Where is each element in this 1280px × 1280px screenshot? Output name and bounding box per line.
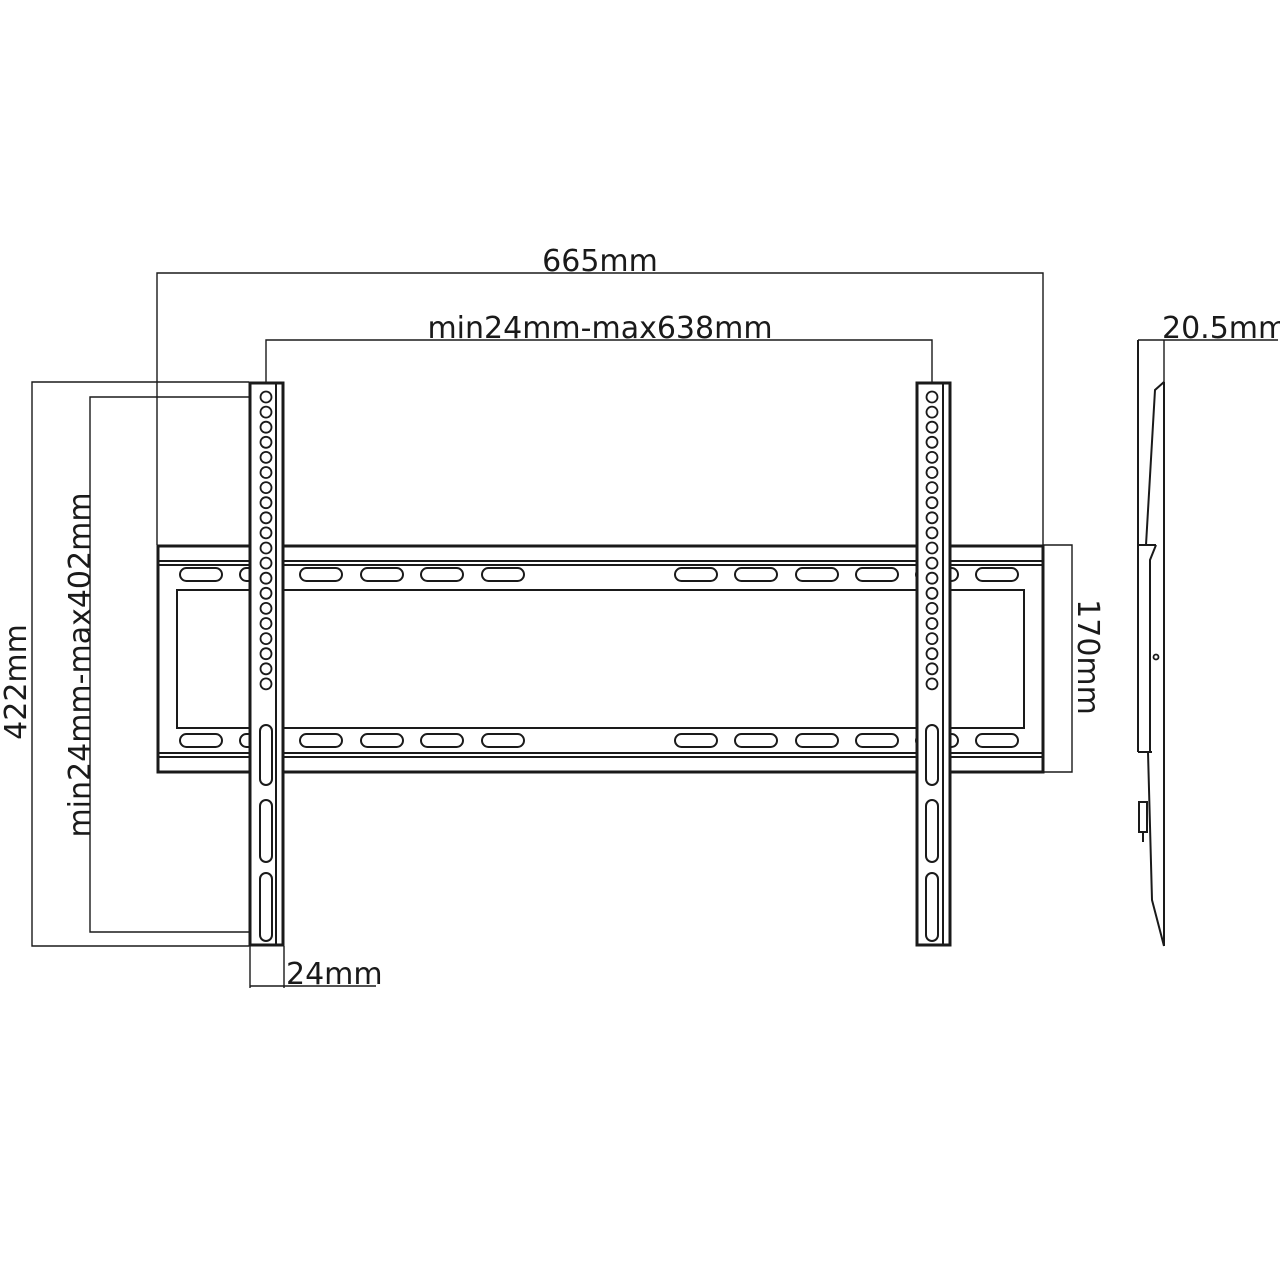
dimension-lines <box>31 272 1278 988</box>
arm-mounting-hole <box>925 586 939 600</box>
arm-mounting-hole <box>259 556 273 570</box>
wall-plate-slot <box>674 567 718 582</box>
side-view-safety-lock <box>1138 801 1148 833</box>
wall-plate-slot <box>855 733 899 748</box>
side-view-arm-bottom-bend <box>1147 751 1165 947</box>
arm-mounting-hole <box>259 632 273 645</box>
plate-height-dimension-line <box>1043 544 1073 773</box>
wall-plate-slot <box>179 733 223 748</box>
arm-mounting-hole <box>925 571 939 585</box>
arm-mounting-hole <box>259 496 273 510</box>
arm-mounting-hole <box>259 420 273 434</box>
wall-plate-slot <box>975 567 1019 582</box>
wall-plate-slot <box>734 567 778 582</box>
arm-mounting-hole <box>259 571 273 585</box>
left-mounting-arm <box>248 381 285 947</box>
arm-mounting-hole <box>259 405 273 419</box>
left-arm-slots <box>259 724 273 942</box>
arm-mounting-hole <box>925 450 939 464</box>
right-arm-holes <box>925 390 939 691</box>
arm-mounting-hole <box>259 602 273 615</box>
wall-plate-slot <box>360 733 404 748</box>
vertical-hole-range-label: min24mm-max402mm <box>63 492 98 837</box>
arm-mounting-hole <box>259 617 273 630</box>
wall-plate-mounting-slots <box>179 567 1019 748</box>
arm-mounting-hole <box>925 632 939 645</box>
arm-mounting-hole <box>925 405 939 419</box>
wall-plate-slot <box>420 733 464 748</box>
plate-height-label: 170mm <box>1070 599 1105 715</box>
arm-slot <box>259 872 273 942</box>
wall-plate-slot <box>975 733 1019 748</box>
arm-slot <box>925 872 939 942</box>
arm-spacing-label: min24mm-max638mm <box>427 311 772 346</box>
arm-slot <box>259 724 273 786</box>
arm-mounting-hole <box>259 647 273 661</box>
side-view-plate-fold <box>1149 544 1157 752</box>
arm-mounting-hole <box>925 602 939 615</box>
overall-width-label: 665mm <box>542 244 658 279</box>
arm-mounting-hole <box>925 390 939 404</box>
arm-slot <box>925 724 939 786</box>
wall-plate-slot <box>734 733 778 748</box>
side-view <box>1137 340 1165 947</box>
wall-plate-slot <box>795 567 839 582</box>
right-mounting-arm <box>915 381 952 947</box>
arm-mounting-hole <box>925 420 939 434</box>
arm-mounting-hole <box>259 450 273 464</box>
arm-mounting-hole <box>925 526 939 540</box>
arm-spacing-dimension-line <box>265 339 933 392</box>
wall-plate-slot <box>674 733 718 748</box>
arm-mounting-hole <box>925 511 939 525</box>
wall-plate <box>156 544 1045 774</box>
right-arm-slots <box>925 724 939 942</box>
wall-plate-outline <box>156 544 1045 774</box>
left-arm-holes <box>259 390 273 691</box>
arm-mounting-hole <box>259 662 273 676</box>
vertical-hole-range-dimension-line <box>89 396 266 933</box>
wall-plate-flange <box>157 560 1044 758</box>
arm-mounting-hole <box>925 647 939 661</box>
arm-mounting-hole <box>259 390 273 404</box>
arm-mounting-hole <box>925 677 939 691</box>
wall-plate-slot <box>420 567 464 582</box>
arm-mounting-hole <box>925 496 939 510</box>
wall-plate-slot <box>299 733 343 748</box>
arm-mounting-hole <box>925 617 939 630</box>
overall-width-dimension-line <box>156 272 1044 545</box>
depth-label: 20.5mm <box>1162 311 1280 346</box>
dimension-labels: 665mm min24mm-max638mm 20.5mm 24mm 422mm… <box>0 244 1280 992</box>
arm-mounting-hole <box>925 541 939 555</box>
side-view-pivot-dot <box>1152 653 1160 661</box>
wall-plate-slot <box>299 567 343 582</box>
wall-plate-slot <box>855 567 899 582</box>
wall-plate-slot <box>795 733 839 748</box>
wall-plate-inner-recess <box>176 589 1025 729</box>
arm-mounting-hole <box>925 466 939 479</box>
arm-mounting-hole <box>925 556 939 570</box>
arm-width-label: 24mm <box>286 957 383 992</box>
arm-mounting-hole <box>259 677 273 691</box>
arm-mounting-hole <box>925 662 939 676</box>
arm-mounting-hole <box>259 511 273 525</box>
wall-plate-slot <box>360 567 404 582</box>
arm-mounting-hole <box>259 541 273 555</box>
arm-slot <box>259 799 273 863</box>
wall-plate-slot <box>179 567 223 582</box>
overall-height-dimension-line <box>31 381 249 947</box>
arm-mounting-hole <box>925 481 939 495</box>
wall-plate-slot <box>481 733 525 748</box>
arm-slot <box>925 799 939 863</box>
arm-mounting-hole <box>259 586 273 600</box>
arm-mounting-hole <box>259 435 273 449</box>
overall-height-label: 422mm <box>0 624 34 740</box>
wall-plate-slot <box>481 567 525 582</box>
arm-mounting-hole <box>259 481 273 495</box>
arm-mounting-hole <box>925 435 939 449</box>
arm-mounting-hole <box>259 466 273 479</box>
side-view-arm-top-bend <box>1145 381 1165 546</box>
arm-mounting-hole <box>259 526 273 540</box>
